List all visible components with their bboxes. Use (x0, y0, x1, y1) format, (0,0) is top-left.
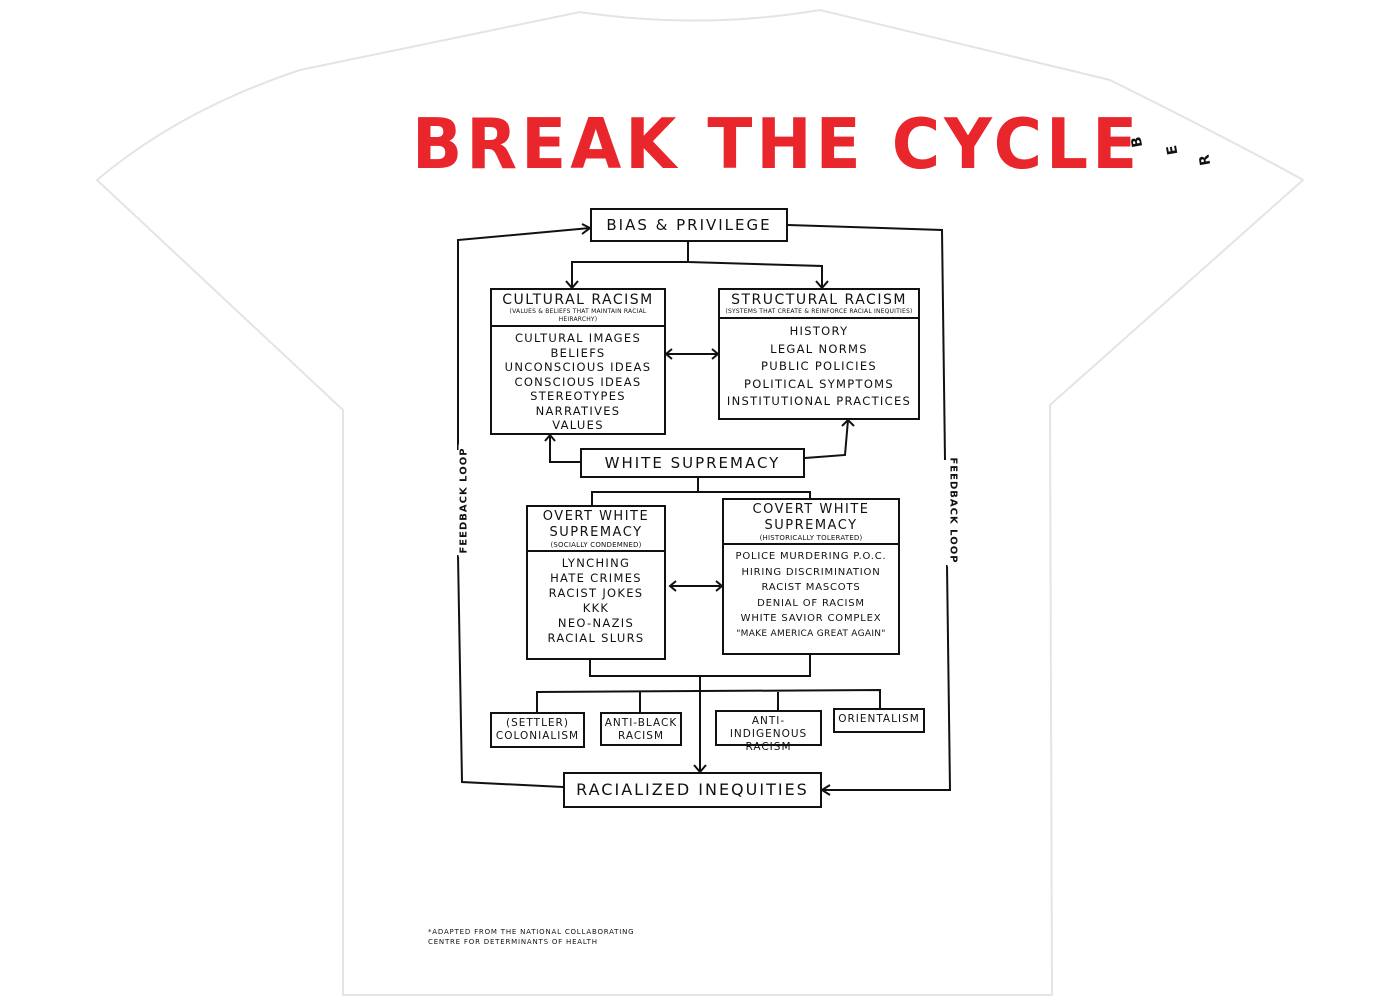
white-supremacy-box: White Supremacy (580, 448, 805, 478)
racialized-inequities-box: Racialized Inequities (563, 772, 822, 808)
list-item: Stereotypes (530, 389, 626, 403)
list-item: Political symptoms (743, 376, 895, 391)
overt-subtitle: (socially condemned) (550, 541, 642, 549)
covert-subtitle: (historically tolerated) (759, 534, 863, 542)
structural-racism-box: Structural Racism (systems that create &… (718, 288, 920, 420)
footnote-line: Centre for Determinants of Health (428, 938, 598, 946)
overt-title: Overt White Supremacy (542, 509, 650, 540)
footnote-line: *Adapted from the National Collaborating (428, 928, 635, 936)
feedback-loop-label-left: Feedback Loop (458, 444, 470, 557)
anti-black-racism-box: Anti-Black Racism (600, 712, 682, 746)
anti-indigenous-racism-box: Anti-Indigenous Racism (715, 710, 822, 753)
list-item: Racist jokes (548, 586, 644, 600)
cultural-racism-header: Cultural Racism (values & beliefs that m… (492, 290, 664, 327)
list-item: Neo-Nazis (557, 616, 635, 630)
overt-header: Overt White Supremacy (socially condemne… (528, 507, 664, 552)
overt-white-supremacy-box: Overt White Supremacy (socially condemne… (526, 505, 666, 660)
bias-privilege-box: Bias & Privilege (590, 208, 788, 242)
list-item: Public policies (761, 359, 877, 373)
covert-title: Covert White Supremacy (752, 502, 870, 533)
feedback-loop-label-right: Feedback Loop (947, 454, 959, 567)
cultural-racism-title: Cultural Racism (502, 292, 654, 308)
list-item: Lynching (561, 556, 631, 570)
list-item: History (789, 324, 849, 338)
colonialism-box: (Settler) Colonialism (490, 712, 585, 748)
diagram-connectors (457, 223, 952, 796)
covert-header: Covert White Supremacy (historically tol… (724, 500, 898, 545)
list-item: Hiring discrimination (741, 566, 881, 578)
list-item: Unconscious ideas (504, 360, 652, 374)
list-item: "Make America Great Again" (736, 628, 886, 639)
covert-white-supremacy-box: Covert White Supremacy (historically tol… (722, 498, 900, 655)
list-item: Cultural images (514, 331, 642, 345)
list-item: Narratives (535, 403, 621, 418)
list-item: Beliefs (550, 345, 606, 360)
list-item: White savior complex (740, 613, 882, 624)
structural-racism-subtitle: (systems that create & reinforce racial … (725, 308, 913, 315)
cultural-racism-subtitle: (values & beliefs that maintain racial h… (509, 308, 647, 323)
list-item: KKK (582, 601, 610, 615)
list-item: Values (552, 418, 604, 432)
footnote: *Adapted from the National Collaborating… (428, 927, 634, 947)
list-item: Hate crimes (550, 571, 642, 585)
orientalism-box: Orientalism (833, 708, 925, 733)
shirt-title: BREAK THE CYCLE (412, 104, 1142, 185)
list-item: Conscious ideas (514, 374, 642, 389)
list-item: Denial of racism (757, 597, 865, 609)
structural-racism-title: Structural Racism (731, 292, 907, 308)
cultural-racism-box: Cultural Racism (values & beliefs that m… (490, 288, 666, 435)
list-item: Racist mascots (761, 582, 861, 593)
list-item: Police murdering P.O.C. (735, 551, 887, 562)
structural-racism-header: Structural Racism (systems that create &… (720, 290, 918, 319)
list-item: Legal norms (770, 341, 868, 356)
list-item: Racial slurs (547, 631, 645, 645)
list-item: Institutional practices (726, 394, 912, 408)
